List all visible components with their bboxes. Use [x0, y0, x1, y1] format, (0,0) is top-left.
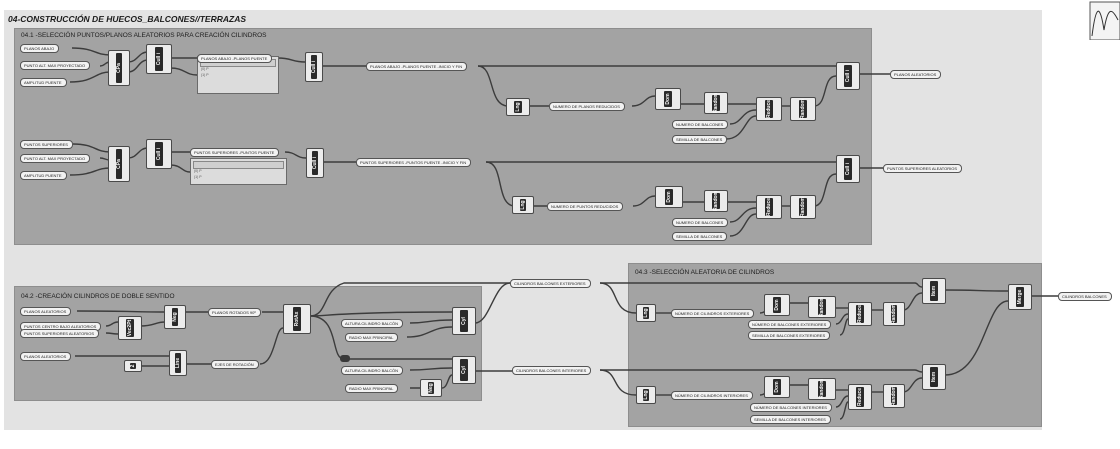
cull-component-6[interactable]: Cull i [836, 155, 860, 183]
param-numero-balcones-interiores[interactable]: NÚMERO DE BALCONES INTERIORES [750, 403, 832, 412]
output-puntos-superiores-aleatorios[interactable]: PUNTOS SUPERIORES ALEATORIOS [883, 164, 963, 173]
param-puntos-superiores[interactable]: PUNTOS SUPERIORES [20, 140, 73, 149]
param-semilla-balcones-exteriores[interactable]: SEMILLA DE BALCONES EXTERIORES [748, 331, 831, 340]
param-altura-cilindro-2[interactable]: ALTURA CILINDRO BALCÓN [341, 366, 404, 375]
dom-component-1[interactable]: Dom [655, 88, 681, 110]
rotax-component[interactable]: RotAx [283, 304, 311, 334]
param-amplitud-puente[interactable]: AMPLITUD PUENTE [20, 78, 67, 87]
param-planos-abajo-puente[interactable]: PLANOS ABAJO -PLANOS PUENTE [197, 54, 273, 63]
dom-component-4[interactable]: Dom [764, 376, 790, 398]
group-04-1-title: 04.1 -SELECCIÓN PUNTOS/PLANOS ALEATORIOS… [21, 32, 267, 39]
random-list-component-4[interactable]: Random [883, 384, 905, 408]
reduce-component-2[interactable]: Reduce [756, 195, 782, 219]
param-planos-rotados[interactable]: PLANOS ROTADOS 90º [208, 308, 261, 317]
group-04-2-title: 04.2 -CREACIÓN CILINDROS DE DOBLE SENTID… [21, 293, 175, 300]
param-numero-balcones-1[interactable]: NUMERO DE BALCONES [672, 120, 729, 129]
group-04-2: 04.2 -CREACIÓN CILINDROS DE DOBLE SENTID… [14, 286, 482, 401]
output-planos-aleatorios[interactable]: PLANOS ALEATORIOS [890, 70, 942, 79]
cull-component-5[interactable]: Cull i [306, 148, 324, 178]
param-punto-alt-max-2[interactable]: PUNTO ALT. MAX PROYECTADO [20, 154, 91, 163]
param-numero-cilindros-interiores[interactable]: NÚMERO DE CILINDROS INTERIORES [671, 391, 753, 400]
param-punto-alt-max[interactable]: PUNTO ALT. MAX PROYECTADO [20, 61, 91, 70]
dom-component-2[interactable]: Dom [655, 186, 683, 208]
neg-component-1[interactable]: Neg [164, 305, 186, 329]
group-04-1: 04.1 -SELECCIÓN PUNTOS/PLANOS ALEATORIOS… [14, 28, 872, 245]
reduce-component-3[interactable]: Reduce [848, 302, 872, 326]
cull-component-3[interactable]: Cull i [836, 62, 860, 90]
vec2pt-component[interactable]: Vec2Pt [118, 316, 142, 340]
neg-component-2[interactable]: Neg [420, 379, 442, 397]
random-component-4[interactable]: Random [808, 378, 836, 400]
cyl-component-2[interactable]: Cyl [452, 356, 476, 384]
reduce-component-4[interactable]: Reduce [848, 384, 872, 410]
param-ejes-rotacion[interactable]: EJES DE ROTACIÓN [211, 360, 259, 369]
param-numero-puntos-reducidos[interactable]: NUMERO DE PUNTOS REDUCIDOS [547, 202, 624, 211]
dom-component-3[interactable]: Dom [764, 294, 790, 316]
cull-component-1[interactable]: Cull i [146, 44, 172, 74]
param-planos-abajo-inicio-fin[interactable]: PLANOS ABAJO -PLANOS PUENTE -INICIO Y FI… [366, 62, 468, 71]
cpa-component-1[interactable]: CPa [108, 50, 130, 86]
param-semilla-balcones-2[interactable]: SEMILLA DE BALCONES [672, 232, 728, 241]
line-component[interactable]: Line [169, 350, 187, 376]
param-numero-balcones-exteriores[interactable]: NÚMERO DE BALCONES EXTERIORES [748, 320, 832, 329]
number-slider-2[interactable]: 2 [124, 360, 142, 372]
param-puntos-superiores-puente[interactable]: PUNTOS SUPERIORES -PUNTOS PUENTE [190, 148, 280, 157]
param-planos-aleatorios[interactable]: PLANOS ALEATORIOS [20, 307, 72, 316]
lng-component-3[interactable]: Lng [636, 304, 656, 322]
param-puntos-superiores-aleatorios[interactable]: PUNTOS SUPERIORES ALEATORIOS [20, 329, 100, 338]
lng-component-2[interactable]: Lng [512, 196, 534, 214]
param-radio-max-1[interactable]: RADIO MAX PRINCIPAL [345, 333, 399, 342]
graph-mapper-icon[interactable] [1080, 0, 1120, 40]
cyl-component-1[interactable]: Cyl [452, 307, 476, 335]
cpa-component-2[interactable]: CPa [108, 146, 130, 182]
random-component-3[interactable]: Random [808, 296, 836, 318]
param-cilindros-interiores[interactable]: CILINDROS BALCONES INTERIORES [512, 366, 592, 375]
panel-puntos-superiores-puente: (0) P (1) P [190, 158, 287, 185]
random-list-component-2[interactable]: Random [790, 195, 816, 219]
merge-component[interactable]: Merge [1008, 284, 1032, 310]
param-numero-balcones-2[interactable]: NUMERO DE BALCONES [672, 218, 729, 227]
lng-component-4[interactable]: Lng [636, 386, 656, 404]
cull-component-4[interactable]: Cull i [146, 139, 172, 169]
param-puntos-superiores-inicio-fin[interactable]: PUNTOS SUPERIORES -PUNTOS PUENTE -INICIO… [356, 158, 472, 167]
param-semilla-balcones-1[interactable]: SEMILLA DE BALCONES [672, 135, 728, 144]
group-04-3-title: 04.3 -SELECCIÓN ALEATORIA DE CILINDROS [635, 269, 775, 276]
param-amplitud-puente-2[interactable]: AMPLITUD PUENTE [20, 171, 67, 180]
param-numero-planos-reducidos[interactable]: NUMERO DE PLANOS REDUCIDOS [549, 102, 625, 111]
output-cilindros-balcones[interactable]: CILINDROS BALCONES [1058, 292, 1112, 301]
param-radio-max-2[interactable]: RADIO MAX PRINCIPAL [345, 384, 399, 393]
random-component-2[interactable]: Random [704, 190, 728, 212]
random-component-1[interactable]: Random [704, 92, 728, 114]
random-list-component-1[interactable]: Random [790, 97, 816, 121]
cull-component-2[interactable]: Cull i [305, 52, 323, 82]
param-numero-cilindros-exteriores[interactable]: NÚMERO DE CILINDROS EXTERIORES [671, 309, 755, 318]
item-component-1[interactable]: Item [922, 278, 946, 304]
param-planos-aleatorios-2[interactable]: PLANOS ALEATORIOS [20, 352, 72, 361]
page-title: 04-CONSTRUCCIÓN DE HUECOS_BALCONES//TERR… [8, 14, 247, 24]
param-semilla-balcones-interiores[interactable]: SEMILLA DE BALCONES INTERIORES [750, 415, 831, 424]
reduce-component-1[interactable]: Reduce [756, 97, 782, 121]
random-list-component-3[interactable]: Random [883, 302, 905, 326]
item-component-2[interactable]: Item [922, 364, 946, 390]
lng-component-1[interactable]: Lng [506, 98, 530, 116]
param-planos-abajo[interactable]: PLANOS ABAJO [20, 44, 60, 53]
group-04-3: 04.3 -SELECCIÓN ALEATORIA DE CILINDROS [628, 263, 1042, 427]
param-altura-cilindro-1[interactable]: ALTURA CILINDRO BALCÓN [341, 319, 404, 328]
param-cilindros-exteriores[interactable]: CILINDROS BALCONES EXTERIORES [510, 279, 591, 288]
